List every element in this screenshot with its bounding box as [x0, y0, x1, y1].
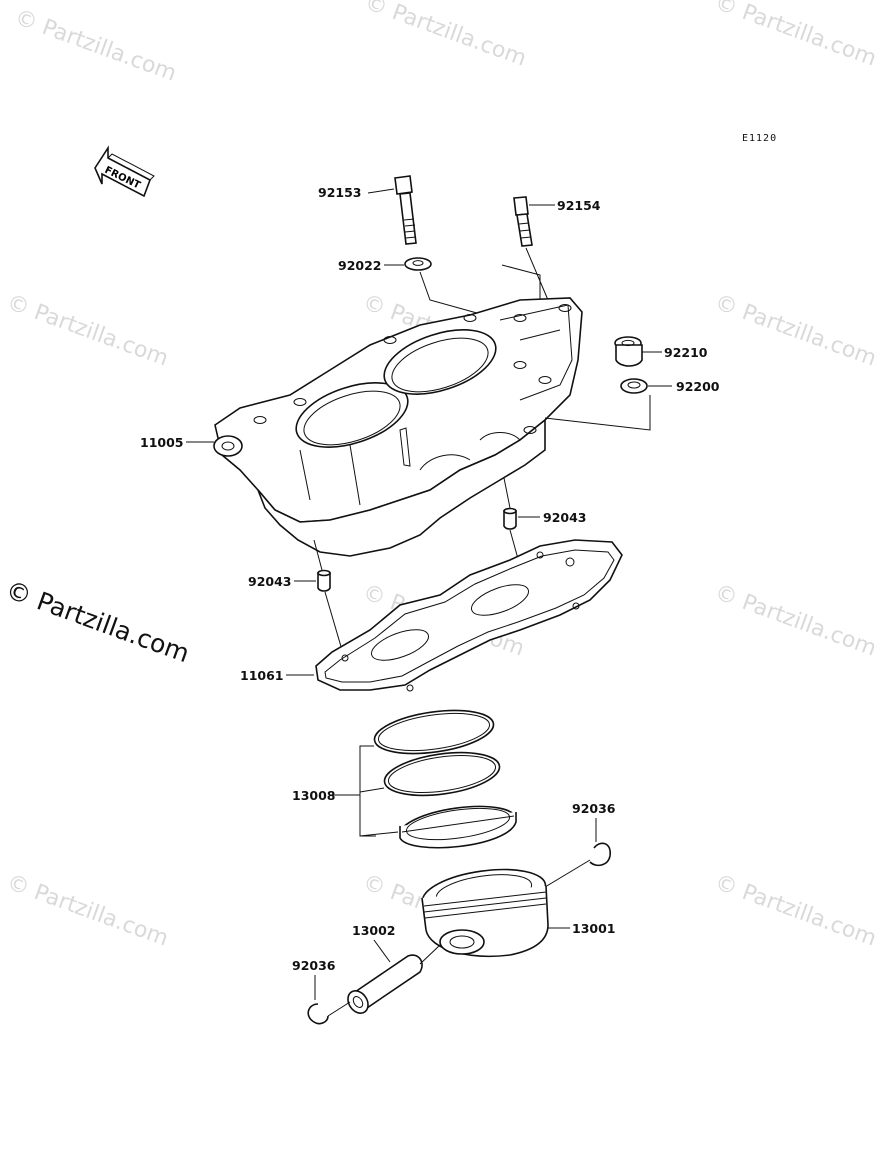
dowel-pin-92043-left[interactable] [317, 569, 331, 592]
gasket-11061[interactable] [315, 539, 623, 692]
part-label-92210[interactable]: 92210 [664, 345, 708, 360]
piston-pin-13002[interactable] [344, 954, 423, 1017]
part-label-11005[interactable]: 11005 [140, 435, 184, 450]
oil-ring[interactable] [398, 800, 518, 852]
leader-line [501, 264, 541, 302]
leader-line [327, 1001, 351, 1017]
cylinder-11005[interactable] [213, 297, 583, 557]
part-label-92022[interactable]: 92022 [338, 258, 382, 273]
part-label-13001[interactable]: 13001 [572, 921, 616, 936]
part-label-11061[interactable]: 11061 [240, 668, 284, 683]
leader-line [525, 247, 549, 301]
leader-line [539, 859, 591, 891]
leader-line [503, 477, 511, 509]
piston-ring-top[interactable] [372, 704, 496, 760]
leader-line [367, 188, 395, 194]
part-label-92036-right[interactable]: 92036 [572, 801, 616, 816]
part-label-13008[interactable]: 13008 [292, 788, 336, 803]
part-label-92153[interactable]: 92153 [318, 185, 362, 200]
part-label-92036-left[interactable]: 92036 [292, 958, 336, 973]
washer-92022[interactable] [404, 257, 432, 271]
leader-line [359, 745, 376, 837]
circlip-92036-right[interactable] [589, 842, 611, 867]
part-label-92043-left[interactable]: 92043 [248, 574, 292, 589]
part-label-92043-right[interactable]: 92043 [543, 510, 587, 525]
bolt-92153[interactable] [394, 175, 417, 245]
circlip-92036-left[interactable] [307, 1003, 329, 1025]
piston-13001[interactable] [420, 863, 549, 958]
part-label-92154[interactable]: 92154 [557, 198, 601, 213]
leader-line [419, 944, 441, 965]
washer-92200[interactable] [620, 378, 648, 394]
part-label-92200[interactable]: 92200 [676, 379, 720, 394]
dowel-pin-92043-right[interactable] [503, 507, 517, 530]
front-arrow-icon: FRONT [94, 145, 155, 198]
leader-line [359, 787, 385, 793]
bolt-92154[interactable] [513, 196, 533, 247]
leader-line [324, 591, 343, 651]
collar-92210[interactable] [614, 336, 643, 367]
leader-line [544, 395, 651, 431]
part-label-13002[interactable]: 13002 [352, 923, 396, 938]
diagram-code: E1120 [742, 133, 777, 144]
piston-ring-second[interactable] [382, 746, 502, 802]
leader-line [373, 939, 391, 963]
leader-line [313, 539, 323, 571]
leader-line [359, 831, 399, 837]
